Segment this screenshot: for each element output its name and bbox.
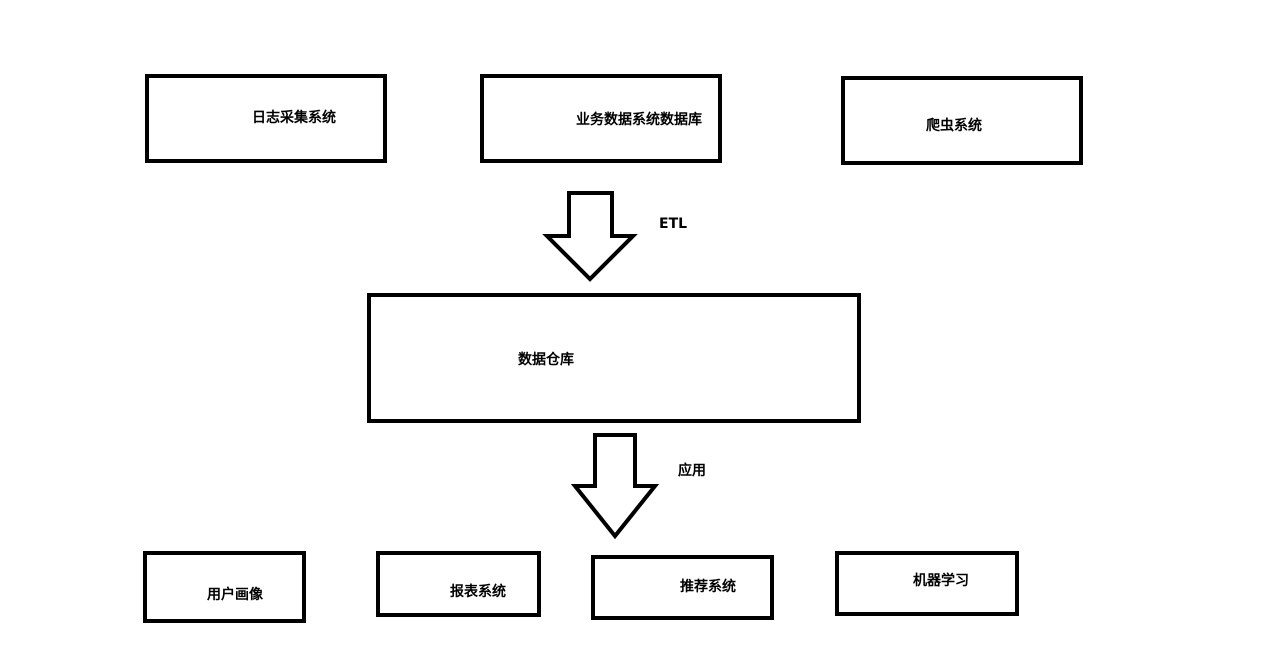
crawler-label: 爬虫系统 xyxy=(926,118,982,134)
log-collection-box: 日志采集系统 xyxy=(145,74,387,163)
machine-learning-box: 机器学习 xyxy=(835,551,1019,616)
crawler-box: 爬虫系统 xyxy=(841,76,1083,165)
user-profile-box: 用户画像 xyxy=(143,551,306,623)
data-warehouse-box: 数据仓库 xyxy=(367,293,861,423)
recommend-system-label: 推荐系统 xyxy=(680,579,736,595)
report-system-box: 报表系统 xyxy=(376,551,541,617)
data-warehouse-label: 数据仓库 xyxy=(518,352,574,368)
recommend-system-box: 推荐系统 xyxy=(591,555,774,620)
machine-learning-label: 机器学习 xyxy=(913,573,969,589)
etl-label: ETL xyxy=(659,216,688,232)
apply-label: 应用 xyxy=(678,463,706,479)
log-collection-label: 日志采集系统 xyxy=(252,110,336,126)
apply-arrow-shape xyxy=(570,433,660,540)
business-db-box: 业务数据系统数据库 xyxy=(480,74,722,163)
report-system-label: 报表系统 xyxy=(450,584,506,600)
etl-arrow-shape xyxy=(542,191,638,282)
user-profile-label: 用户画像 xyxy=(207,587,263,603)
business-db-label: 业务数据系统数据库 xyxy=(576,112,702,128)
